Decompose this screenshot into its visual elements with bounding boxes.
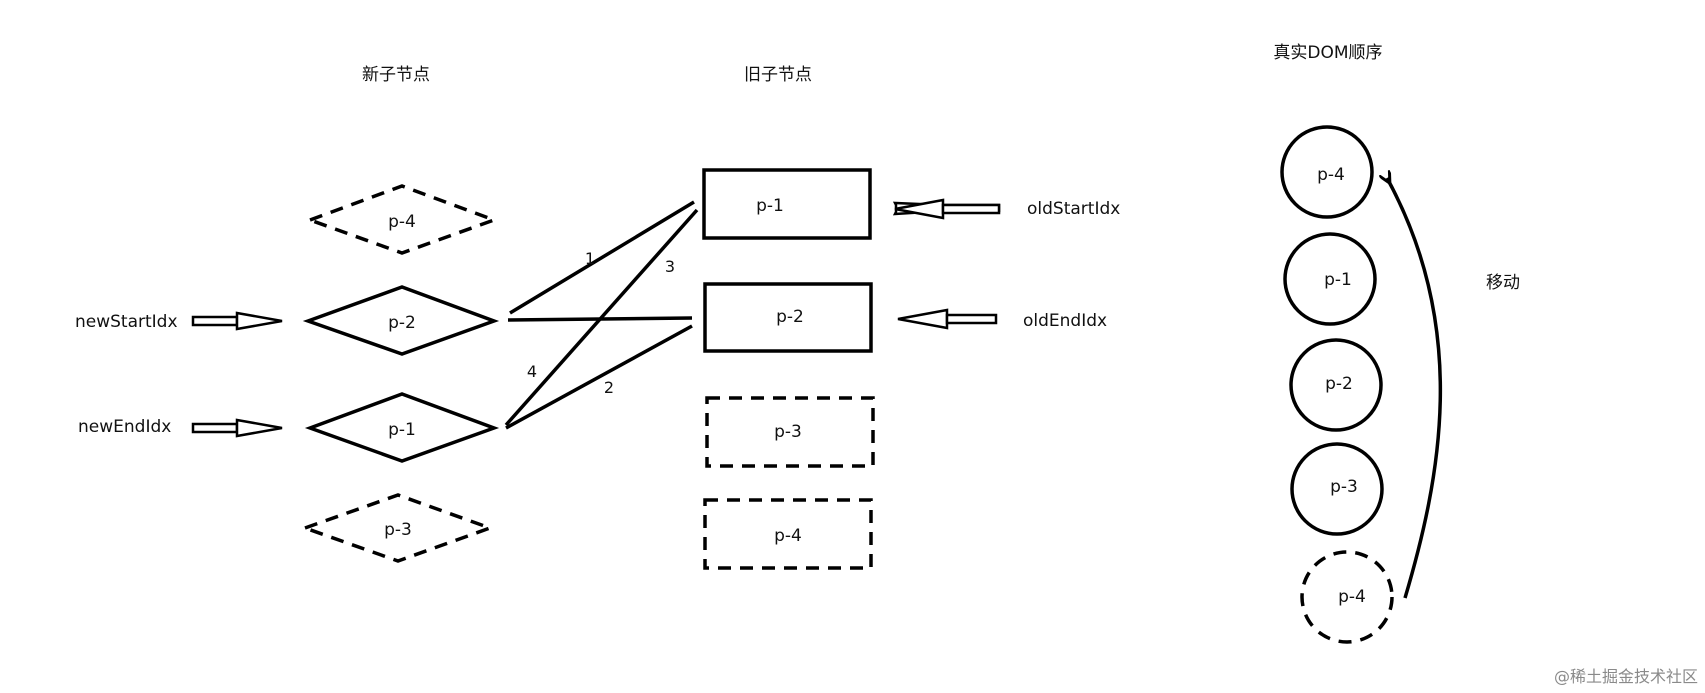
dom-node-3: p-3 [1290, 442, 1384, 536]
old-node-0: p-1 [702, 168, 872, 240]
new-node-3: p-3 [299, 493, 496, 563]
dom-node-label: p-2 [1325, 374, 1353, 394]
new-node-1: p-2 [302, 285, 500, 356]
old-start-idx-label: oldStartIdx [1027, 199, 1120, 219]
old-end-idx-label: oldEndIdx [1023, 311, 1107, 331]
compare-line-2 [505, 324, 693, 430]
move-label: 移动 [1486, 273, 1520, 293]
comparison-lines [504, 200, 699, 430]
dom-node-label: p-1 [1324, 270, 1352, 290]
new-end-idx-arrow [191, 418, 283, 438]
old-start-idx-arrow [892, 198, 1001, 220]
compare-line-1 [509, 200, 695, 315]
dom-node-2: p-2 [1289, 338, 1383, 432]
old-node-1: p-2 [703, 282, 873, 353]
old-node-2: p-3 [705, 396, 875, 468]
new-start-idx-arrow [191, 311, 283, 331]
comparison-label-1: 1 [585, 249, 595, 268]
comparison-label-4: 4 [527, 362, 537, 381]
dom-node-label: p-4 [1317, 165, 1345, 185]
old-node-label: p-1 [756, 196, 784, 216]
old-end-idx-arrow [897, 308, 998, 330]
new-node-label: p-3 [384, 520, 412, 540]
dom-node-1: p-1 [1283, 232, 1377, 326]
old-node-label: p-3 [774, 422, 802, 442]
new-start-idx-label: newStartIdx [75, 312, 178, 332]
new-node-label: p-4 [388, 212, 416, 232]
new-node-label: p-2 [388, 313, 416, 333]
new-node-2: p-1 [304, 392, 500, 463]
dom-node-label: p-4 [1338, 587, 1366, 607]
dom-node-label: p-3 [1330, 477, 1358, 497]
old-node-label: p-4 [774, 526, 802, 546]
watermark: @稀土掘金技术社区 [1554, 667, 1698, 686]
comparison-label-3: 3 [665, 257, 675, 276]
real-dom-order-title: 真实DOM顺序 [1273, 43, 1382, 63]
old-node-3: p-4 [703, 498, 873, 570]
comparison-label-2: 2 [604, 378, 614, 397]
new-node-0: p-4 [304, 184, 500, 255]
old-node-label: p-2 [776, 307, 804, 327]
new-end-idx-label: newEndIdx [78, 417, 171, 437]
new-children-title: 新子节点 [362, 65, 430, 85]
new-node-label: p-1 [388, 420, 416, 440]
move-arrow [1387, 178, 1443, 599]
dom-node-4: p-4 [1300, 550, 1394, 644]
compare-line-new-start-old-end [507, 316, 693, 322]
old-children-title: 旧子节点 [744, 65, 812, 85]
dom-node-0: p-4 [1280, 125, 1374, 219]
